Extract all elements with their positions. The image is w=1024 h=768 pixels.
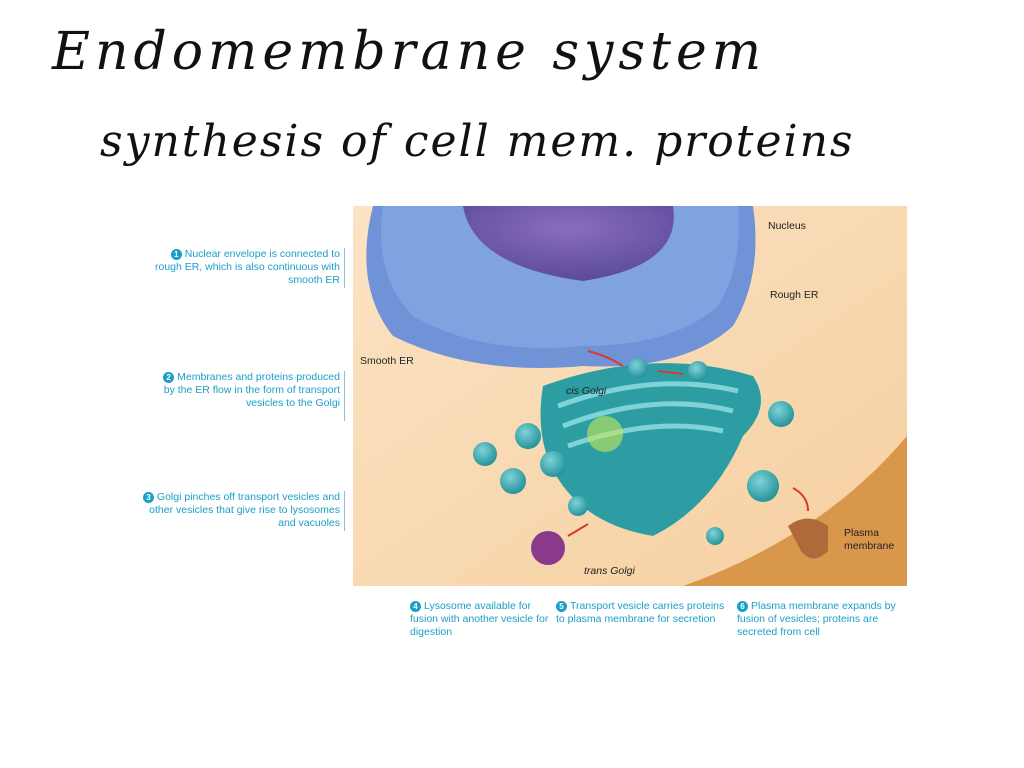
vesicles [473,358,828,565]
label-trans-golgi: trans Golgi [584,565,635,577]
secreting-vesicle [788,518,828,559]
label-cis-golgi: cis Golgi [566,385,607,397]
label-smooth-er: Smooth ER [360,355,414,367]
flow-arrows [567,350,809,537]
handwritten-title: Endomembrane system [52,22,767,82]
lysosome [531,531,565,565]
label-plasma-membrane: Plasma membrane [844,527,895,552]
endomembrane-illustration [353,206,907,586]
label-rough-er: Rough ER [770,289,819,301]
handwritten-subtitle: synthesis of cell mem. proteins [100,116,855,167]
nucleus-shape [463,206,674,281]
label-nucleus: Nucleus [768,220,806,232]
plasma-membrane-shape [683,436,907,586]
